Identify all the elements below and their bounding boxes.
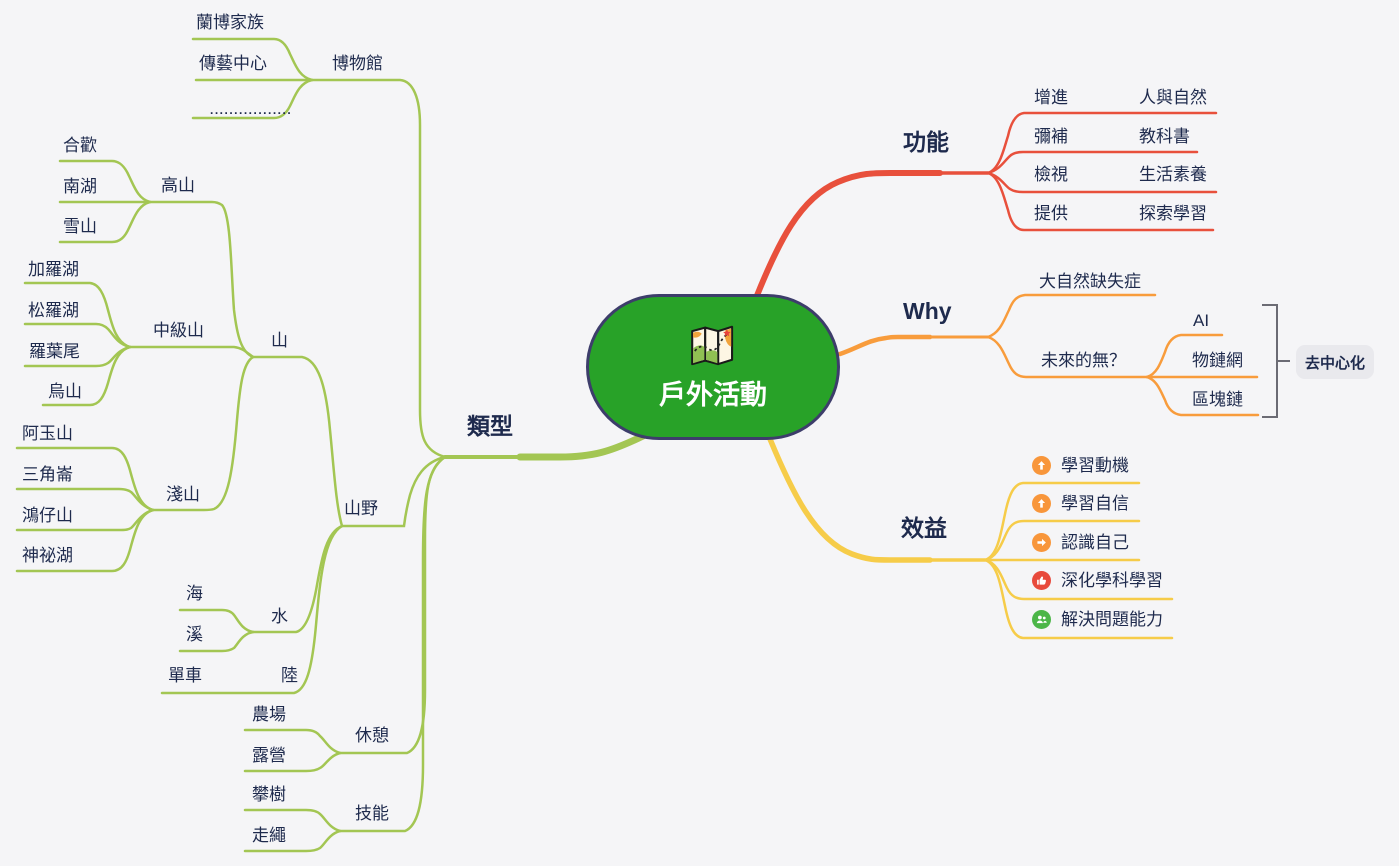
node-land[interactable]: 陸	[281, 666, 298, 685]
node-sea[interactable]: 海	[186, 584, 203, 603]
benefit-label: 深化學科學習	[1061, 571, 1163, 590]
node-mountain[interactable]: 山	[271, 331, 288, 350]
node-problem-solving[interactable]: 解決問題能力	[1032, 610, 1163, 629]
node-learning-confidence[interactable]: 學習自信	[1032, 494, 1129, 513]
node-nanhu[interactable]: 南湖	[63, 177, 97, 196]
node-provide[interactable]: 提供	[1034, 204, 1068, 223]
node-rest[interactable]: 休憩	[355, 726, 389, 745]
node-enhance[interactable]: 增進	[1034, 88, 1068, 107]
summary-decentralization[interactable]: 去中心化	[1296, 345, 1374, 379]
branch-types[interactable]: 類型	[467, 413, 513, 439]
up-arrow-icon	[1032, 494, 1051, 513]
node-mystery-lake[interactable]: 神祕湖	[22, 546, 73, 565]
node-human-nature[interactable]: 人與自然	[1139, 88, 1207, 107]
benefit-label: 解決問題能力	[1061, 610, 1163, 629]
node-textbook[interactable]: 教科書	[1139, 127, 1190, 146]
summary-bracket	[1262, 304, 1290, 418]
node-songluo-lake[interactable]: 松羅湖	[28, 301, 79, 320]
node-chuanyi-center[interactable]: 傳藝中心	[199, 54, 267, 73]
node-water[interactable]: 水	[271, 607, 288, 626]
right-arrow-icon	[1032, 533, 1051, 552]
node-life-literacy[interactable]: 生活素養	[1139, 165, 1207, 184]
folded-map-icon	[691, 325, 734, 366]
central-node[interactable]: 戶外活動	[586, 294, 840, 440]
branch-functions[interactable]: 功能	[903, 129, 949, 155]
benefit-label: 學習自信	[1061, 494, 1129, 513]
node-wushan[interactable]: 烏山	[48, 382, 82, 401]
node-lanbo-family[interactable]: 蘭博家族	[196, 13, 264, 32]
node-bicycle[interactable]: 單車	[168, 666, 202, 685]
node-ellipsis[interactable]: .................	[210, 103, 293, 117]
benefit-label: 認識自己	[1061, 533, 1129, 552]
node-camping[interactable]: 露營	[252, 746, 286, 765]
people-icon	[1032, 610, 1051, 629]
node-hongzishan[interactable]: 鴻仔山	[22, 506, 73, 525]
node-jialuo-lake[interactable]: 加羅湖	[28, 260, 79, 279]
node-exploratory-learning[interactable]: 探索學習	[1139, 204, 1207, 223]
node-ayushan[interactable]: 阿玉山	[22, 424, 73, 443]
branch-benefits[interactable]: 效益	[901, 515, 947, 541]
node-sanjiaolun[interactable]: 三角崙	[22, 465, 73, 484]
node-tree-climbing[interactable]: 攀樹	[252, 785, 286, 804]
node-self-knowledge[interactable]: 認識自己	[1032, 533, 1129, 552]
node-farm[interactable]: 農場	[252, 705, 286, 724]
node-museum[interactable]: 博物館	[332, 54, 383, 73]
node-hehuan[interactable]: 合歡	[63, 136, 97, 155]
up-arrow-icon	[1032, 456, 1051, 475]
node-skills[interactable]: 技能	[355, 804, 389, 823]
summary-label: 去中心化	[1304, 354, 1365, 372]
node-ai[interactable]: AI	[1193, 311, 1210, 330]
node-qianshan[interactable]: 淺山	[166, 485, 200, 504]
node-deepen-learning[interactable]: 深化學科學習	[1032, 571, 1163, 590]
node-xueshan[interactable]: 雪山	[63, 217, 97, 236]
thumbs-up-icon	[1032, 571, 1051, 590]
central-node-label: 戶外活動	[659, 380, 767, 410]
node-slacklining[interactable]: 走繩	[252, 826, 286, 845]
node-stream[interactable]: 溪	[186, 625, 203, 644]
node-future-nothing[interactable]: 未來的無？	[1041, 351, 1126, 370]
node-review[interactable]: 檢視	[1034, 165, 1068, 184]
node-blockchain[interactable]: 區塊鏈	[1192, 390, 1243, 409]
node-mid-mountain[interactable]: 中級山	[153, 321, 204, 340]
node-iot[interactable]: 物鏈網	[1192, 351, 1243, 370]
node-learning-motivation[interactable]: 學習動機	[1032, 456, 1129, 475]
node-supplement[interactable]: 彌補	[1034, 127, 1068, 146]
node-high-mountain[interactable]: 高山	[161, 176, 195, 195]
node-wilderness[interactable]: 山野	[344, 499, 378, 518]
benefit-label: 學習動機	[1061, 456, 1129, 475]
branch-why[interactable]: Why	[903, 298, 952, 324]
node-nature-deficit[interactable]: 大自然缺失症	[1039, 272, 1141, 291]
node-luoyewei[interactable]: 羅葉尾	[29, 342, 80, 361]
